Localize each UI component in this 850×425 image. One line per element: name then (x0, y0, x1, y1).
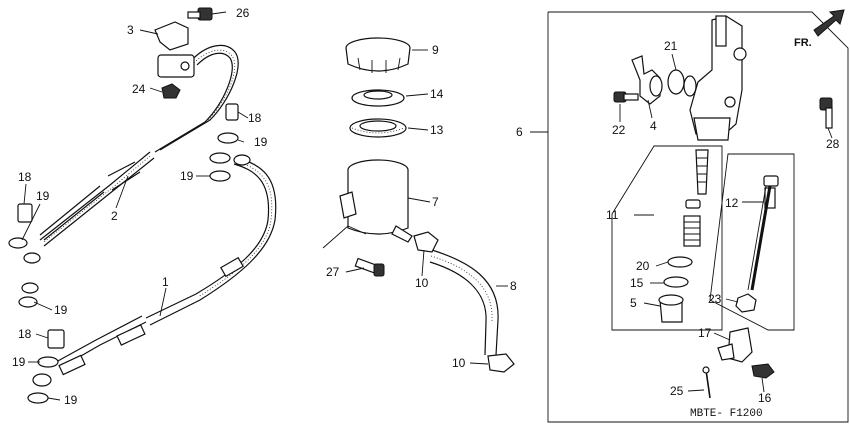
master-cylinder-body (689, 15, 747, 141)
callout-3: 3 (127, 23, 134, 37)
callout-14: 14 (430, 87, 444, 101)
diaphragm (349, 118, 407, 138)
brake-hose-group (21, 44, 277, 387)
callout-21: 21 (664, 39, 678, 53)
callout-5: 5 (630, 296, 637, 310)
reservoir-bolt-27 (354, 257, 385, 277)
callout-4: 4 (650, 119, 657, 133)
callout-26: 26 (236, 6, 250, 20)
callout-12: 12 (725, 196, 739, 210)
callout-20: 20 (636, 259, 650, 273)
clevis (717, 327, 753, 363)
callout-10a: 10 (415, 276, 429, 290)
piston-kit (658, 149, 709, 323)
callout-15: 15 (630, 276, 644, 290)
assembly-outline (547, 11, 849, 423)
sealing-washer (8, 132, 239, 404)
callout-23: 23 (708, 292, 722, 306)
callout-28: 28 (826, 137, 840, 151)
callout-10b: 10 (452, 356, 466, 370)
callout-19f: 19 (64, 393, 78, 407)
hose-joint (631, 55, 663, 105)
callout-1: 1 (162, 275, 169, 289)
nut-24 (161, 83, 181, 99)
bolt-26 (187, 7, 213, 21)
callout-25: 25 (670, 384, 684, 398)
callout-11: 11 (606, 208, 619, 222)
callout-18a: 18 (248, 111, 262, 125)
nut-23 (735, 293, 757, 313)
direction-label: FR. (794, 37, 812, 49)
callout-19d: 19 (54, 303, 68, 317)
push-rod-outline (709, 153, 795, 331)
callout-22: 22 (612, 123, 626, 137)
callout-13: 13 (430, 123, 444, 137)
front-direction-arrow-icon (813, 9, 845, 37)
callout-6: 6 (516, 125, 523, 139)
diaphragm-plate (351, 89, 405, 107)
screw-22 (613, 91, 639, 103)
banjo-bolt (17, 103, 239, 349)
callout-24: 24 (132, 82, 146, 96)
leader-lines (21, 11, 833, 401)
callout-27: 27 (326, 265, 340, 279)
callout-19e: 19 (12, 355, 26, 369)
push-rod (747, 175, 779, 291)
callout-19c: 19 (36, 189, 50, 203)
cotter-pin (702, 366, 711, 399)
callout-2: 2 (111, 209, 118, 223)
callout-16: 16 (758, 391, 772, 405)
callout-9: 9 (432, 43, 439, 57)
callout-17: 17 (698, 326, 712, 340)
joint-pin (751, 363, 775, 379)
bolt-28 (819, 97, 833, 129)
hose-clip (413, 231, 515, 373)
callout-18b: 18 (18, 170, 32, 184)
reservoir-hose (429, 249, 499, 356)
o-ring (667, 69, 685, 95)
callout-18c: 18 (18, 327, 32, 341)
reservoir-cap (345, 37, 411, 73)
callout-8: 8 (510, 279, 517, 293)
hose-clamp (154, 21, 195, 78)
callout-19b: 19 (180, 169, 194, 183)
piston-kit-outline (611, 145, 723, 331)
figure-code: MBTE- F1200 (690, 408, 763, 420)
callout-7: 7 (432, 195, 439, 209)
callout-labels: 26 3 24 18 19 19 2 18 19 19 1 18 19 19 9… (12, 6, 840, 407)
reservoir-tank (339, 159, 413, 243)
callout-19a: 19 (254, 135, 268, 149)
